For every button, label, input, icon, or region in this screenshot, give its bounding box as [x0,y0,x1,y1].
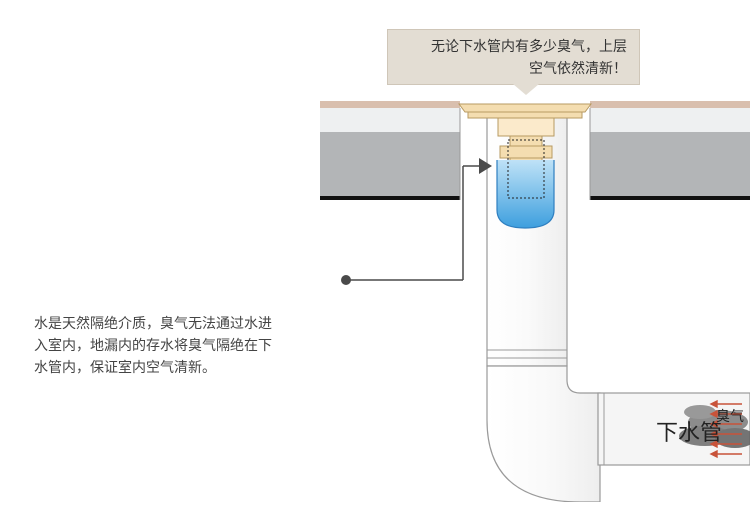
floor-finish-left [320,101,460,108]
slab-light-left [320,108,460,132]
floor-finish-right [590,101,750,108]
description-line-2: 入室内，地漏内的存水将臭气隔绝在下 [34,338,272,354]
description-line-1: 水是天然隔绝介质，臭气无法通过水进 [34,316,272,332]
slab-light-right [590,108,750,132]
odor-label: 臭气 [716,409,744,425]
odor-arrows [709,399,742,459]
odor-cloud [679,405,750,448]
callout-line-1: 无论下水管内有多少臭气，上层 [431,39,627,55]
water-seal [496,160,555,229]
description-text: 水是天然隔绝介质，臭气无法通过水进 入室内，地漏内的存水将臭气隔绝在下 水管内，… [34,313,334,379]
slab-gray-left [320,132,460,196]
slab-bottom-right [590,196,750,200]
pipe-label: 下水管 [656,421,722,446]
pointer-line [341,158,492,285]
drain-trap [458,103,592,229]
callout-box: 无论下水管内有多少臭气，上层 空气依然清新！ [387,29,640,85]
pipe-elbow [486,365,601,503]
pointer-arrow-icon [479,158,492,174]
callout-tail [513,84,539,95]
slab-gray-right [590,132,750,196]
slab-bottom-left [320,196,460,200]
description-line-3: 水管内，保证室内空气清新。 [34,360,216,376]
callout-line-2: 空气依然清新！ [529,61,627,77]
